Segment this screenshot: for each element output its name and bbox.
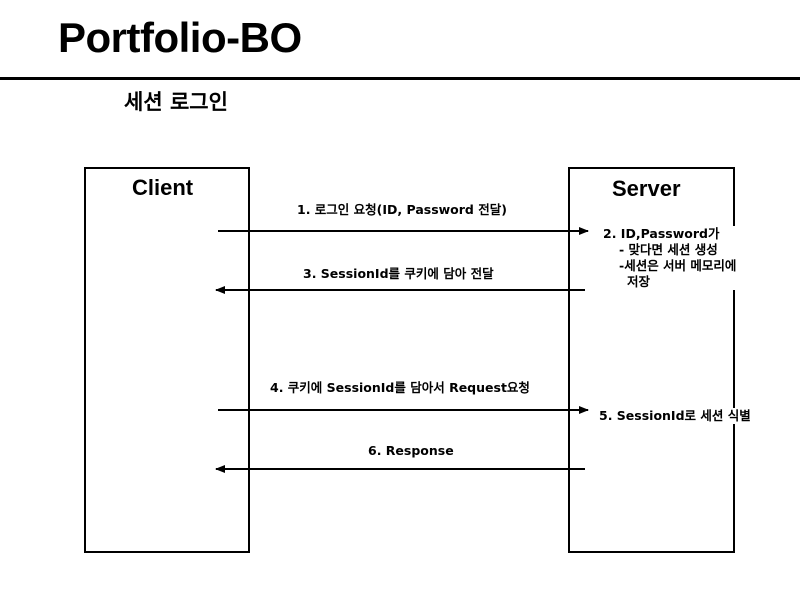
message-step4-label: 4. 쿠키에 SessionId를 담아서 Request요청 — [270, 380, 530, 395]
page-title: Portfolio-BO — [58, 14, 302, 61]
client-label: Client — [132, 175, 194, 200]
server-note-step5: 5. SessionId로 세션 식별 — [599, 408, 751, 424]
server-note-step2-line3: -세션은 서버 메모리에 — [619, 258, 737, 273]
server-label: Server — [612, 176, 681, 201]
server-note-step2: 2. ID,Password가 - 맞다면 세션 생성 -세션은 서버 메모리에… — [603, 226, 737, 290]
message-step3-label: 3. SessionId를 쿠키에 담아 전달 — [303, 266, 494, 281]
server-note-step2-line1: 2. ID,Password가 — [603, 226, 720, 241]
title-underline — [0, 77, 800, 80]
message-step6-label: 6. Response — [368, 443, 454, 458]
page-subtitle: 세션 로그인 — [124, 90, 228, 114]
server-note-step2-line2: - 맞다면 세션 생성 — [619, 242, 718, 257]
server-note-step2-line4: 저장 — [627, 274, 651, 289]
message-step1-label: 1. 로그인 요청(ID, Password 전달) — [297, 202, 507, 217]
